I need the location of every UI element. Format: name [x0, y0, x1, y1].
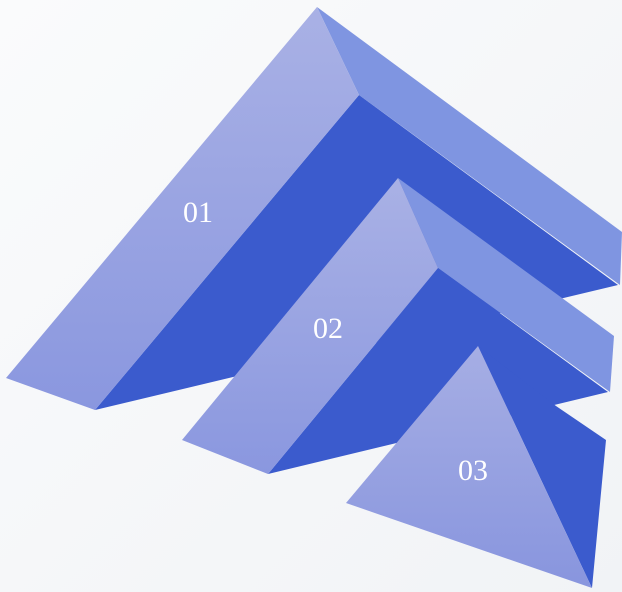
layer-01-label: 01	[183, 196, 213, 229]
layer-02-label: 02	[313, 312, 343, 345]
layer-03-label: 03	[458, 454, 488, 487]
